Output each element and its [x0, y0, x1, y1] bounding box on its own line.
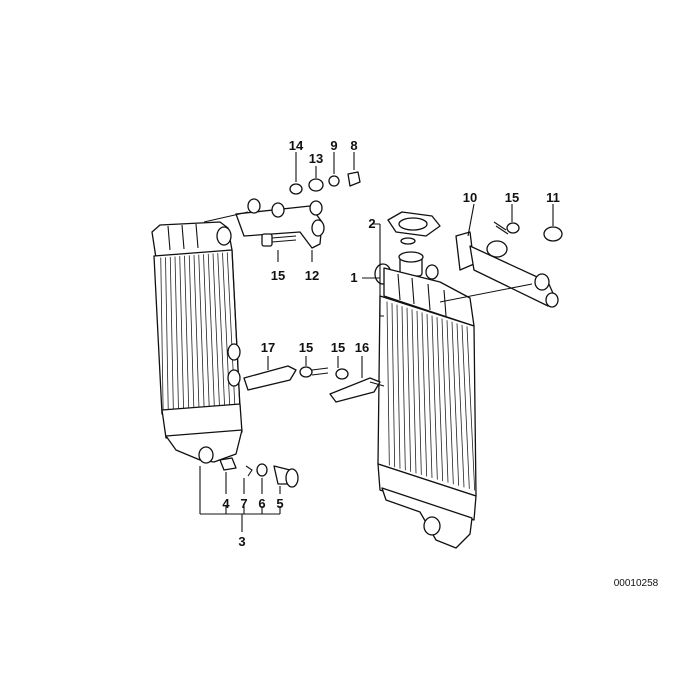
- callout-15-middle-right: 15: [331, 340, 345, 355]
- callout-2: 2: [368, 216, 375, 231]
- callout-14: 14: [289, 138, 304, 153]
- callout-3: 3: [238, 534, 245, 549]
- callout-8: 8: [350, 138, 357, 153]
- callout-15-middle-left: 15: [299, 340, 313, 355]
- callout-12: 12: [305, 268, 319, 283]
- callout-11: 11: [546, 190, 560, 205]
- callout-10: 10: [463, 190, 477, 205]
- callout-6: 6: [258, 496, 265, 511]
- callout-17: 17: [261, 340, 275, 355]
- left-radiator: [151, 221, 243, 464]
- callout-7: 7: [240, 496, 247, 511]
- callout-1: 1: [350, 270, 357, 285]
- callout-13: 13: [309, 151, 323, 166]
- right-radiator: [374, 251, 477, 549]
- drawing-code: 00010258: [614, 578, 659, 589]
- callout-15-top-left: 15: [271, 268, 285, 283]
- callout-16: 16: [355, 340, 369, 355]
- fasteners: [219, 171, 563, 488]
- upper-right-bracket: [439, 231, 559, 308]
- callout-9: 9: [330, 138, 337, 153]
- leader-lines: [199, 152, 554, 532]
- upper-left-bracket: [203, 198, 325, 249]
- callouts: 14 13 9 8 2 10 15 11 15 12 1 17 15 15 16…: [222, 138, 658, 589]
- callout-15-top-right: 15: [505, 190, 519, 205]
- filler-cap: [387, 211, 441, 245]
- callout-5: 5: [276, 496, 283, 511]
- callout-4: 4: [222, 496, 230, 511]
